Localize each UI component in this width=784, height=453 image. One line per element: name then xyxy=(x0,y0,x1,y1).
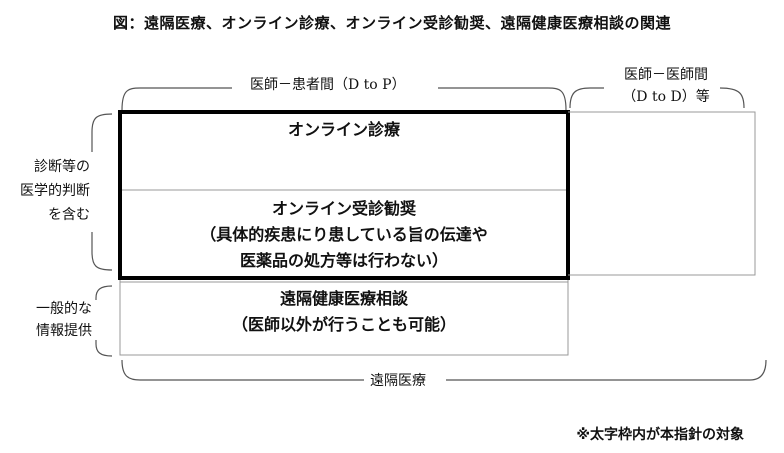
left-brace-judgment xyxy=(91,113,113,271)
telemedicine-label: 遠隔医療 xyxy=(370,373,426,389)
left-label-judgment-2: 医学的判断 xyxy=(20,183,90,199)
left-brace-info xyxy=(95,285,113,357)
dtod-label-line2: （D to D）等 xyxy=(622,89,710,105)
bottom-brace xyxy=(121,359,767,381)
dtod-frame xyxy=(568,111,756,276)
online-recommendation-note-2: 医薬品の処方等は行わない） xyxy=(239,251,448,270)
dtop-brace xyxy=(121,87,567,111)
left-label-judgment-1: 診断等の xyxy=(34,159,90,175)
page-title: 図：遠隔医療、オンライン診療、オンライン受診勧奨、遠隔健康医療相談の関連 xyxy=(112,14,671,32)
dtod-label-line1: 医師－医師間 xyxy=(624,67,708,83)
left-label-info-1: 一般的な xyxy=(36,301,92,317)
left-label-judgment-3: を含む xyxy=(48,207,90,223)
dtod-brace xyxy=(569,87,745,109)
health-consult-note: （医師以外が行うことも可能） xyxy=(231,315,456,334)
online-recommendation-note-1: （具体的疾患にり患している旨の伝達や xyxy=(200,225,488,244)
left-label-info-2: 情報提供 xyxy=(36,323,92,339)
online-recommendation-label: オンライン受診勧奨 xyxy=(271,199,416,218)
online-care-label: オンライン診療 xyxy=(287,120,400,139)
scope-note: ※太字枠内が本指針の対象 xyxy=(576,427,744,443)
health-consult-label: 遠隔健康医療相談 xyxy=(279,289,408,308)
guideline-scope-box xyxy=(118,110,570,280)
dtop-label: 医師－患者間（D to P） xyxy=(250,77,406,93)
